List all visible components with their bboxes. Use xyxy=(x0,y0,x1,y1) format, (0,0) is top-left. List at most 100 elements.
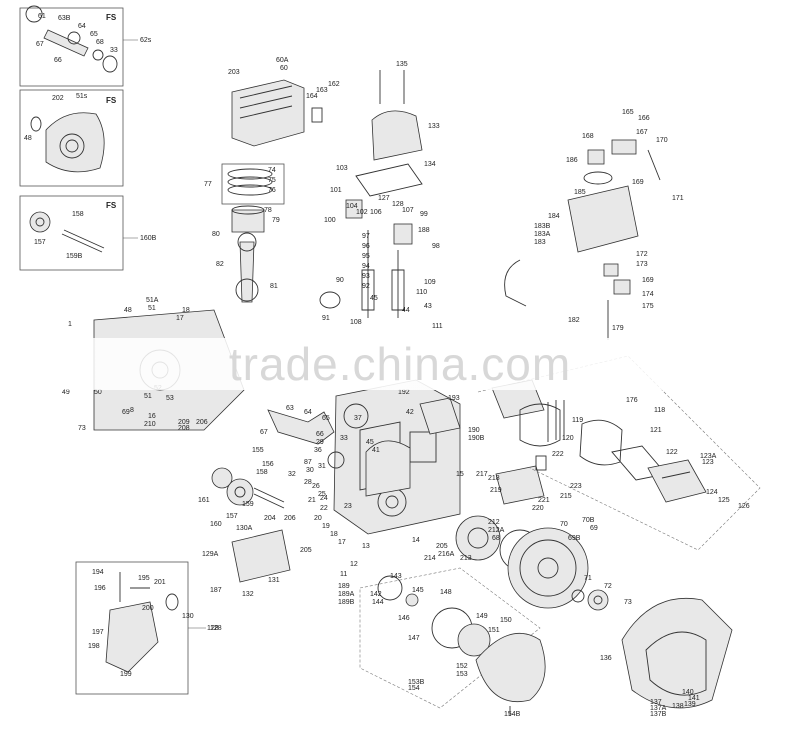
part-number-label: 37 xyxy=(354,415,362,422)
part-number-label: 168 xyxy=(582,133,594,140)
part-number-label: 64 xyxy=(304,409,312,416)
part-number-label: 132 xyxy=(242,591,254,598)
part-number-label: 150 xyxy=(500,617,512,624)
part-number-label: 61 xyxy=(38,13,46,20)
part-number-label: 185 xyxy=(574,189,586,196)
part-number-label: 183B xyxy=(534,223,551,230)
part-number-label: 48 xyxy=(124,307,132,314)
part-number-label: 154 xyxy=(408,685,420,692)
part-number-label: 60A xyxy=(276,57,289,64)
part-number-label: 123A xyxy=(700,453,717,460)
part-number-label: 51 xyxy=(144,393,152,400)
part-number-label: 45 xyxy=(366,439,374,446)
part-number-label: 137A xyxy=(650,705,667,712)
part-number-label: 135 xyxy=(396,61,408,68)
inset-tag: FS xyxy=(106,13,117,22)
part-number-label: 16 xyxy=(148,413,156,420)
part-number-label: 119 xyxy=(572,417,583,424)
inset-governor: 128 xyxy=(75,561,219,695)
svg-text:FS: FS xyxy=(106,96,117,105)
part-number-label: 60 xyxy=(280,65,288,72)
part-number-label: 31 xyxy=(318,463,326,470)
part-number-label: 96 xyxy=(362,243,370,250)
part-number-label: 133 xyxy=(428,123,440,130)
part-number-label: 42 xyxy=(406,409,414,416)
part-number-label: 157 xyxy=(226,513,238,520)
part-number-label: 144 xyxy=(372,599,384,606)
part-number-label: 192 xyxy=(398,389,410,396)
part-number-label: 17 xyxy=(338,539,346,546)
part-number-label: 200 xyxy=(142,605,154,612)
part-number-label: 153 xyxy=(456,671,468,678)
rocker-cover-assembly xyxy=(231,79,323,147)
part-number-label: 152 xyxy=(456,663,468,670)
inset-gear-fs: FS 160B xyxy=(19,195,157,271)
part-number-label: 169 xyxy=(632,179,644,186)
part-number-label: 216A xyxy=(438,551,455,558)
part-number-label: 147 xyxy=(408,635,420,642)
cylinder-head-cover xyxy=(355,70,423,197)
part-number-label: 8 xyxy=(130,407,134,414)
part-number-label: 120 xyxy=(562,435,574,442)
part-number-label: 128 xyxy=(392,201,404,208)
part-number-label: 140 xyxy=(682,689,694,696)
part-number-label: 198 xyxy=(88,643,100,650)
part-number-label: 64 xyxy=(78,23,86,30)
svg-text:FS: FS xyxy=(106,201,117,210)
fan-cover xyxy=(571,589,733,709)
part-number-label: 92 xyxy=(362,283,370,290)
part-number-label: 166 xyxy=(638,115,650,122)
part-number-label: 158 xyxy=(72,211,84,218)
part-number-label: 73 xyxy=(624,599,632,606)
part-number-label: 217 xyxy=(476,471,488,478)
part-number-label: 69 xyxy=(122,409,130,416)
part-number-label: 107 xyxy=(402,207,414,214)
part-number-label: 45 xyxy=(370,295,378,302)
part-number-label: 143 xyxy=(390,573,402,580)
part-number-label: 81 xyxy=(270,283,278,290)
part-number-label: 110 xyxy=(416,289,427,296)
part-number-label: 53 xyxy=(166,395,174,402)
part-number-label: 141 xyxy=(688,695,700,702)
part-number-label: 66 xyxy=(316,431,324,438)
part-number-label: 11 xyxy=(340,571,347,578)
part-number-label: 134 xyxy=(424,161,436,168)
part-number-label: 79 xyxy=(272,217,280,224)
part-number-label: 157 xyxy=(34,239,46,246)
part-number-label: 15 xyxy=(456,471,464,478)
part-number-label: 165 xyxy=(622,109,634,116)
part-number-label: 91 xyxy=(322,315,330,322)
part-number-label: 126 xyxy=(738,503,750,510)
part-number-label: 182 xyxy=(568,317,580,324)
part-number-label: 176 xyxy=(626,397,638,404)
part-number-label: 137 xyxy=(650,699,662,706)
part-number-label: 218 xyxy=(488,475,500,482)
part-number-label: 25 xyxy=(318,491,326,498)
part-number-label: 69B xyxy=(568,535,581,542)
part-number-label: 74 xyxy=(268,167,276,174)
part-number-label: 161 xyxy=(198,497,210,504)
part-number-label: 30 xyxy=(306,467,314,474)
part-number-label: 43 xyxy=(424,303,432,310)
part-number-label: 222 xyxy=(552,451,564,458)
part-number-label: 173 xyxy=(636,261,648,268)
part-number-label: 103 xyxy=(336,165,348,172)
part-number-label: 188 xyxy=(418,227,430,234)
part-number-label: 87 xyxy=(304,459,312,466)
part-number-label: 44 xyxy=(402,307,410,314)
part-number-label: 190B xyxy=(468,435,485,442)
part-number-label: 214 xyxy=(424,555,436,562)
part-number-label: 130A xyxy=(236,525,253,532)
part-number-label: 51s xyxy=(76,93,88,100)
inset-crankshaft-fs: FS 62s xyxy=(19,5,152,87)
part-number-label: 98 xyxy=(432,243,440,250)
part-number-label: 219 xyxy=(490,487,502,494)
part-number-label: 68 xyxy=(96,39,104,46)
part-number-label: 205 xyxy=(300,547,312,554)
part-number-label: 159B xyxy=(66,253,83,260)
part-number-label: 184 xyxy=(548,213,560,220)
part-number-label: 220 xyxy=(532,505,544,512)
watermark: trade.china.com xyxy=(228,338,572,390)
part-number-label: 197 xyxy=(92,629,104,636)
